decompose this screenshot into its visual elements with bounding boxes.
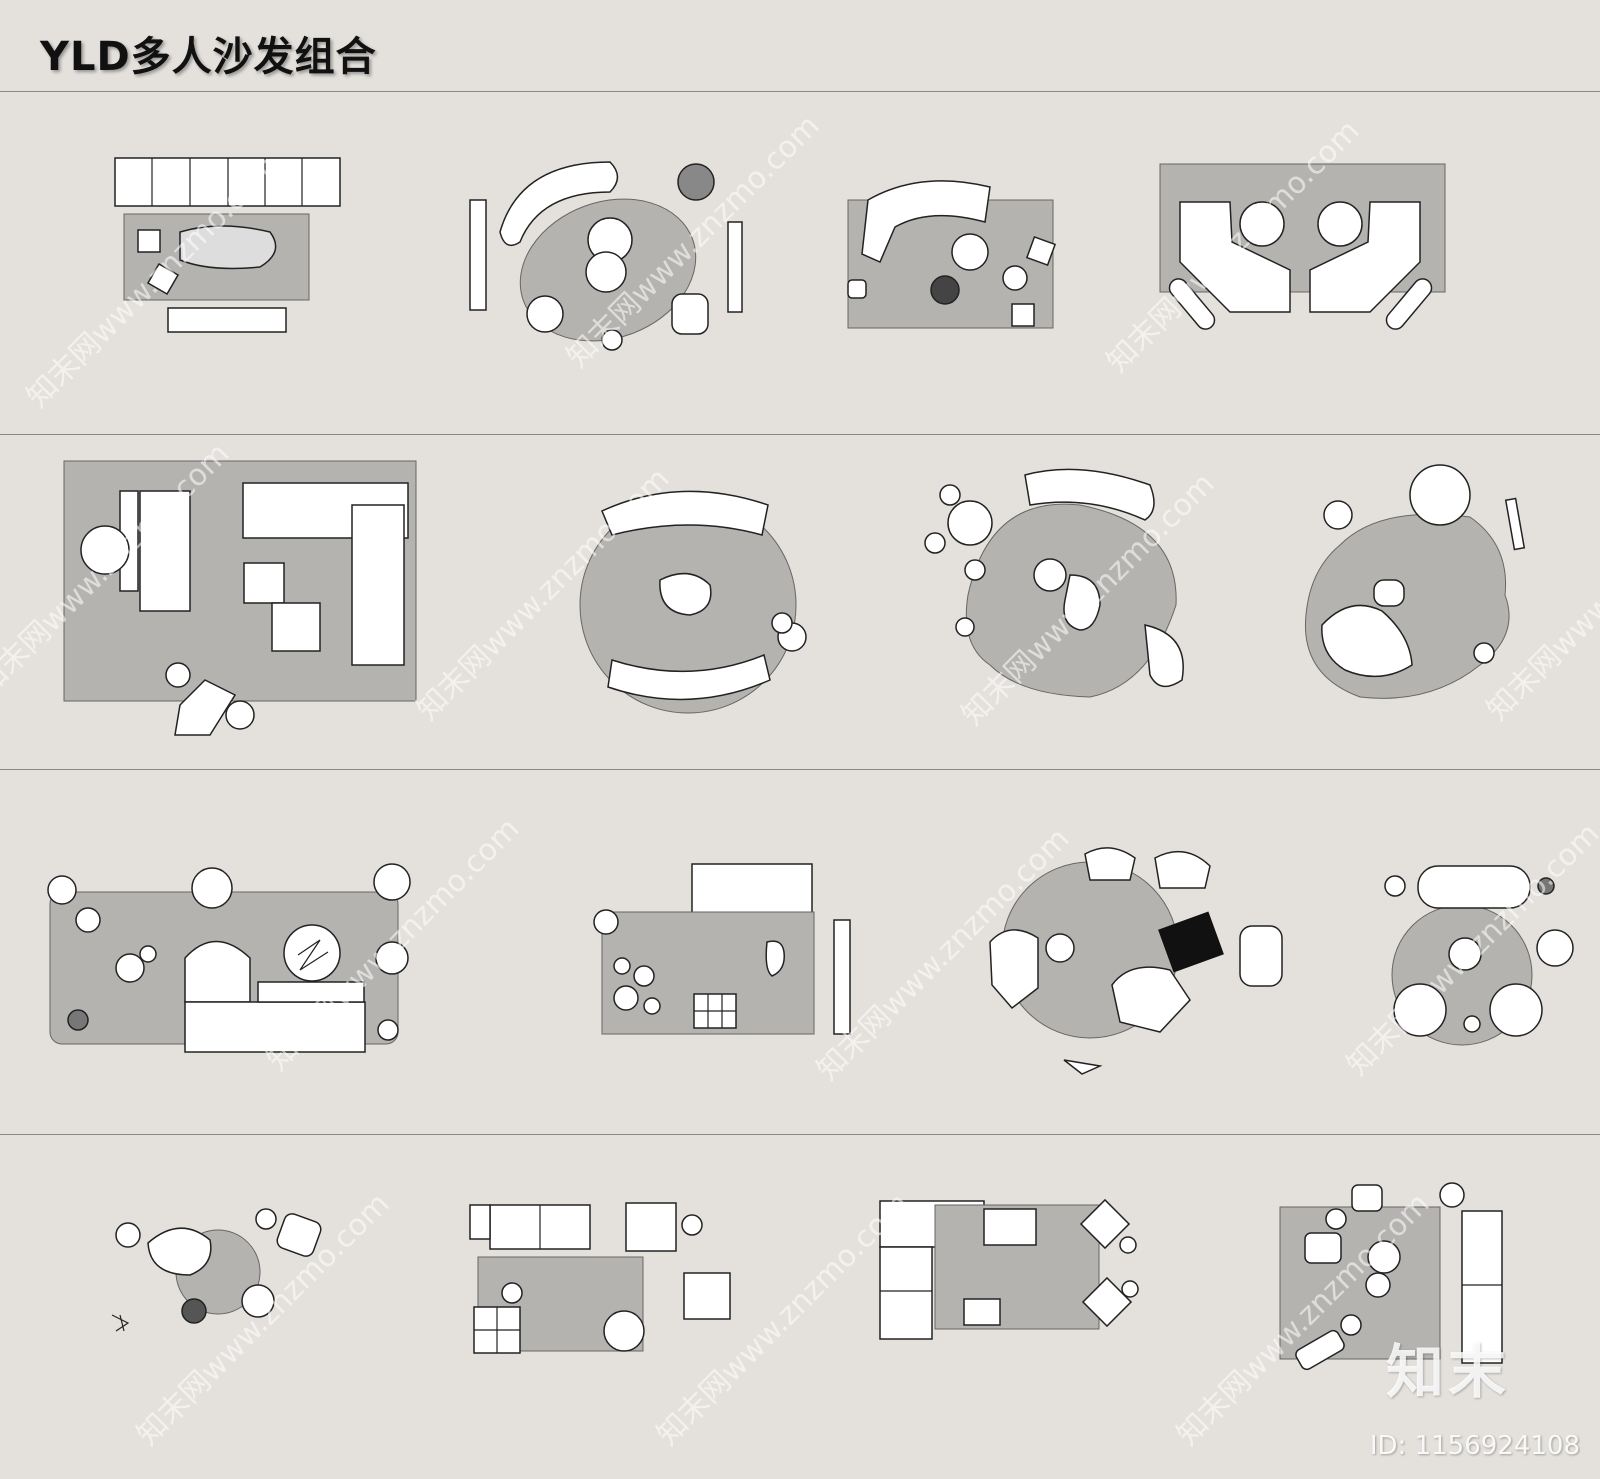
resource-id: ID: 1156924108 xyxy=(1369,1431,1580,1461)
sofa-plan-2-3 xyxy=(924,468,1184,698)
plan-row-2-drawing xyxy=(63,460,1526,736)
sofa-plan-4-4 xyxy=(1279,1182,1503,1371)
sofa-plan-3-2 xyxy=(593,863,851,1035)
sofa-plan-4-2 xyxy=(469,1202,731,1354)
sofa-plan-1-4 xyxy=(1159,163,1446,330)
plan-row-3: 知末网www.znzmo.com 知末网www.znzmo.com 知末网www… xyxy=(0,770,1600,1135)
sofa-plan-2-1 xyxy=(63,460,417,736)
title-bar: YLD多人沙发组合 xyxy=(0,0,1600,92)
brand-logo: 知末 xyxy=(1385,1338,1510,1406)
sofa-plan-4-3 xyxy=(879,1198,1139,1340)
sofa-plan-4-1 xyxy=(111,1208,322,1332)
sofa-plan-1-3 xyxy=(847,180,1057,329)
sofa-plan-3-3 xyxy=(989,847,1283,1075)
plan-row-1: 知末网www.znzmo.com 知末网www.znzmo.com 知末网www… xyxy=(0,92,1600,435)
sofa-plan-2-2 xyxy=(579,490,807,714)
plan-row-4: 知末网www.znzmo.com 知末网www.znzmo.com 知末网www… xyxy=(0,1135,1600,1479)
sofa-plan-1-2 xyxy=(469,161,743,351)
sofa-plan-2-4 xyxy=(1304,464,1526,699)
plan-row-1-drawing xyxy=(114,157,1446,351)
plan-row-4-drawing xyxy=(111,1182,1503,1371)
sofa-plan-3-4 xyxy=(1384,865,1574,1046)
sofa-plan-1-1 xyxy=(114,157,341,333)
page-title: YLD多人沙发组合 xyxy=(40,34,377,80)
plan-row-2: 知末网www.znzmo.com 知末网www.znzmo.com 知末网www… xyxy=(0,435,1600,770)
sofa-plan-3-1 xyxy=(47,863,411,1053)
plan-row-3-drawing xyxy=(47,847,1574,1075)
